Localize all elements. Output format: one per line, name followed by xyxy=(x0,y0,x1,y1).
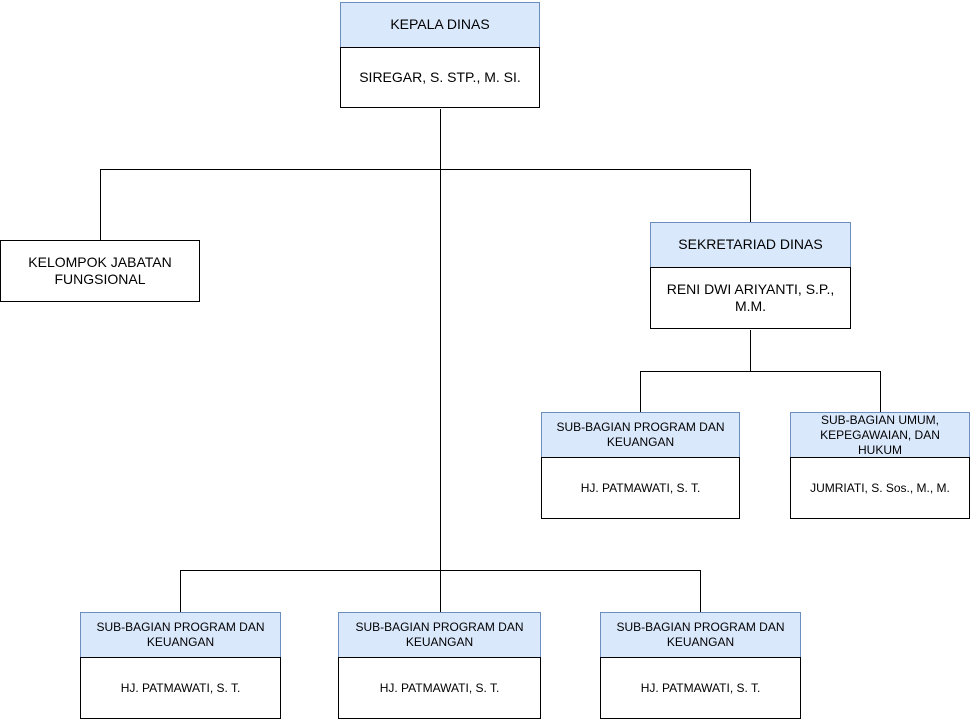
node-person: HJ. PATMAWATI, S. T. xyxy=(80,657,281,719)
org-node-sub-bagian-program-dan-keuangan-2: SUB-BAGIAN PROGRAM DAN KEUANGAN HJ. PATM… xyxy=(80,612,281,719)
connector-kelompok-drop xyxy=(100,169,101,240)
node-title: SUB-BAGIAN PROGRAM DAN KEUANGAN xyxy=(541,412,740,458)
org-node-sekretariad-dinas: SEKRETARIAD DINAS RENI DWI ARIYANTI, S.P… xyxy=(650,222,851,329)
org-node-kepala-dinas: KEPALA DINAS SIREGAR, S. STP., M. SI. xyxy=(340,2,540,108)
node-title: SUB-BAGIAN UMUM, KEPEGAWAIAN, DAN HUKUM xyxy=(790,412,970,458)
org-node-sub-bagian-program-dan-keuangan-3: SUB-BAGIAN PROGRAM DAN KEUANGAN HJ. PATM… xyxy=(338,612,541,719)
node-title: KEPALA DINAS xyxy=(340,2,540,48)
connector-bottom-left-drop xyxy=(180,570,181,613)
node-person: HJ. PATMAWATI, S. T. xyxy=(338,657,541,719)
connector-root-vertical xyxy=(440,109,441,612)
connector-sub-program-drop xyxy=(640,371,641,413)
org-node-kelompok-jabatan-fungsional: KELOMPOK JABATAN FUNGSIONAL xyxy=(0,240,200,302)
node-title: SUB-BAGIAN PROGRAM DAN KEUANGAN xyxy=(600,612,801,658)
connector-sub-umum-drop xyxy=(880,371,881,413)
node-person: HJ. PATMAWATI, S. T. xyxy=(541,457,740,519)
connector-sekretariad-drop xyxy=(750,169,751,223)
org-node-sub-bagian-program-dan-keuangan-4: SUB-BAGIAN PROGRAM DAN KEUANGAN HJ. PATM… xyxy=(600,612,801,719)
connector-bottom-horizontal xyxy=(180,570,701,571)
connector-level1-horizontal xyxy=(100,169,751,170)
org-node-sub-bagian-umum-kepegawaian-dan-hukum: SUB-BAGIAN UMUM, KEPEGAWAIAN, DAN HUKUM … xyxy=(790,412,970,519)
node-person: RENI DWI ARIYANTI, S.P., M.M. xyxy=(650,267,851,329)
connector-sekretariad-children-stem xyxy=(750,330,751,372)
node-person: SIREGAR, S. STP., M. SI. xyxy=(340,47,540,108)
node-title: KELOMPOK JABATAN FUNGSIONAL xyxy=(0,240,200,302)
org-node-sub-bagian-program-dan-keuangan-1: SUB-BAGIAN PROGRAM DAN KEUANGAN HJ. PATM… xyxy=(541,412,740,519)
node-title: SEKRETARIAD DINAS xyxy=(650,222,851,268)
node-person: HJ. PATMAWATI, S. T. xyxy=(600,657,801,719)
node-title: SUB-BAGIAN PROGRAM DAN KEUANGAN xyxy=(80,612,281,658)
node-person: JUMRIATI, S. Sos., M., M. xyxy=(790,457,970,519)
connector-sekretariad-children-horizontal xyxy=(640,371,881,372)
connector-bottom-right-drop xyxy=(700,570,701,613)
node-title: SUB-BAGIAN PROGRAM DAN KEUANGAN xyxy=(338,612,541,658)
